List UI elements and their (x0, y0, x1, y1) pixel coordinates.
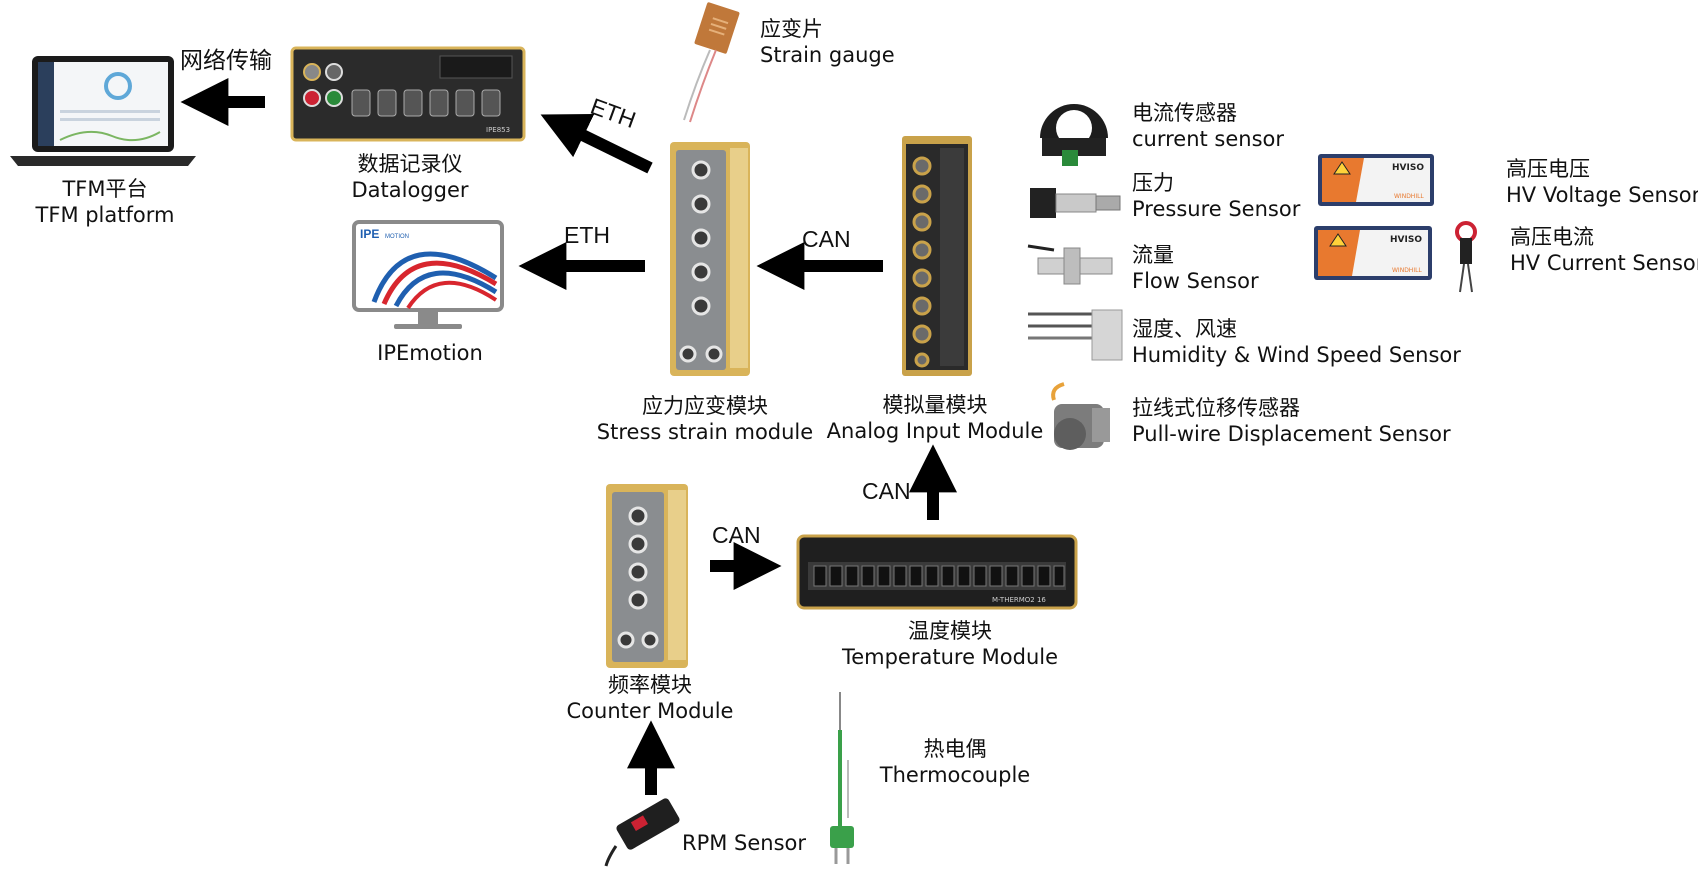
label-counter-zh: 频率模块 (608, 673, 692, 697)
label-hv-voltage-zh: 高压电压 (1506, 157, 1590, 181)
label-strain-gauge-zh: 应变片 (760, 17, 823, 41)
ipemotion-monitor-icon: IPE MOTION (352, 220, 504, 329)
label-tfm: TFM平台 TFM platform (0, 176, 210, 228)
hv-current-sensor-device: HVISO WINDHILL (1314, 221, 1477, 293)
label-hv-current-zh: 高压电流 (1510, 225, 1594, 249)
current-sensor-icon (1040, 103, 1108, 166)
label-humidity-wind-sensor: 湿度、风速 Humidity & Wind Speed Sensor (1132, 316, 1461, 368)
label-temperature-zh: 温度模块 (908, 619, 992, 643)
label-datalogger: 数据记录仪 Datalogger (300, 151, 520, 203)
laptop-icon (10, 56, 196, 166)
label-current-zh: 电流传感器 (1132, 101, 1237, 125)
label-strain-gauge-en: Strain gauge (760, 43, 895, 67)
label-hv-current-en: HV Current Sensor (1510, 251, 1698, 275)
label-current-sensor: 电流传感器 current sensor (1132, 100, 1284, 152)
pressure-sensor-icon (1030, 188, 1121, 218)
edge-label-eth-ipemotion: ETH (564, 222, 610, 248)
temperature-badge: M-THERMO2 16 (992, 596, 1046, 604)
counter-module-device (606, 484, 688, 668)
label-thermocouple-en: Thermocouple (879, 763, 1031, 787)
label-temperature-module: 温度模块 Temperature Module (830, 618, 1070, 670)
label-rpm-sensor: RPM Sensor (682, 831, 807, 855)
hv-current-maker: WINDHILL (1392, 267, 1422, 274)
hv-voltage-brand: HVISO (1392, 163, 1424, 173)
edge-label-can-temp-analog: CAN (862, 478, 911, 504)
arrow-stress-to-datalogger (540, 114, 653, 174)
label-flow-sensor: 流量 Flow Sensor (1132, 242, 1259, 294)
label-pull-wire-sensor: 拉线式位移传感器 Pull-wire Displacement Sensor (1132, 395, 1451, 447)
label-analog-input-module: 模拟量模块 Analog Input Module (820, 392, 1050, 444)
label-network-transfer: 网络传输 (180, 48, 272, 74)
thermocouple-icon (830, 692, 854, 864)
label-tfm-zh: TFM平台 (62, 177, 148, 201)
label-flow-zh: 流量 (1132, 243, 1174, 267)
humidity-wind-sensor-icon (1028, 309, 1123, 361)
ipe-logo-text: IPE (360, 227, 379, 241)
label-current-en: current sensor (1132, 127, 1285, 151)
label-tfm-en: TFM platform (35, 203, 175, 227)
label-datalogger-en: Datalogger (351, 178, 469, 202)
hv-voltage-sensor-device: HVISO WINDHILL (1318, 154, 1434, 206)
pull-wire-sensor-icon (1051, 382, 1110, 450)
edge-label-can-counter-temp: CAN (712, 522, 761, 548)
label-thermocouple: 热电偶 Thermocouple (870, 736, 1040, 788)
label-datalogger-zh: 数据记录仪 (357, 152, 463, 176)
analog-input-module-device (902, 136, 972, 376)
label-pullwire-en: Pull-wire Displacement Sensor (1132, 422, 1451, 446)
label-counter-module: 频率模块 Counter Module (530, 672, 770, 724)
label-pressure-zh: 压力 (1132, 171, 1174, 195)
label-pullwire-zh: 拉线式位移传感器 (1132, 396, 1300, 420)
label-analog-en: Analog Input Module (826, 419, 1044, 443)
hv-current-brand: HVISO (1390, 235, 1422, 245)
label-thermocouple-zh: 热电偶 (923, 737, 987, 761)
label-stress-en: Stress strain module (596, 420, 814, 444)
label-pressure-en: Pressure Sensor (1132, 197, 1301, 221)
datalogger-badge: IPE853 (486, 126, 510, 134)
label-stress-strain-module: 应力应变模块 Stress strain module (590, 393, 820, 445)
label-flow-en: Flow Sensor (1132, 269, 1259, 293)
label-humidity-en: Humidity & Wind Speed Sensor (1132, 343, 1461, 367)
label-hv-current-sensor: 高压电流 HV Current Sensor (1510, 224, 1698, 276)
label-strain-gauge: 应变片 Strain gauge (760, 16, 895, 68)
label-analog-zh: 模拟量模块 (882, 393, 988, 417)
flow-sensor-icon (1027, 244, 1113, 285)
datalogger-device: IPE853 (290, 46, 526, 142)
temperature-module-device: M-THERMO2 16 (796, 534, 1078, 610)
label-hv-voltage-en: HV Voltage Sensor (1506, 183, 1698, 207)
edge-label-can-analog-stress: CAN (802, 226, 851, 252)
hv-voltage-maker: WINDHILL (1394, 193, 1424, 200)
ipe-logo-motion: MOTION (385, 234, 409, 240)
label-hv-voltage-sensor: 高压电压 HV Voltage Sensor (1506, 156, 1698, 208)
rpm-sensor-icon (604, 798, 680, 867)
label-stress-zh: 应力应变模块 (642, 394, 768, 418)
label-humidity-zh: 湿度、风速 (1132, 317, 1237, 341)
label-temperature-en: Temperature Module (841, 645, 1059, 669)
label-pressure-sensor: 压力 Pressure Sensor (1132, 170, 1300, 222)
stress-strain-module-device (670, 142, 750, 376)
strain-gauge-icon (683, 2, 740, 123)
label-counter-en: Counter Module (566, 699, 734, 723)
label-ipemotion: IPEmotion (377, 341, 483, 365)
